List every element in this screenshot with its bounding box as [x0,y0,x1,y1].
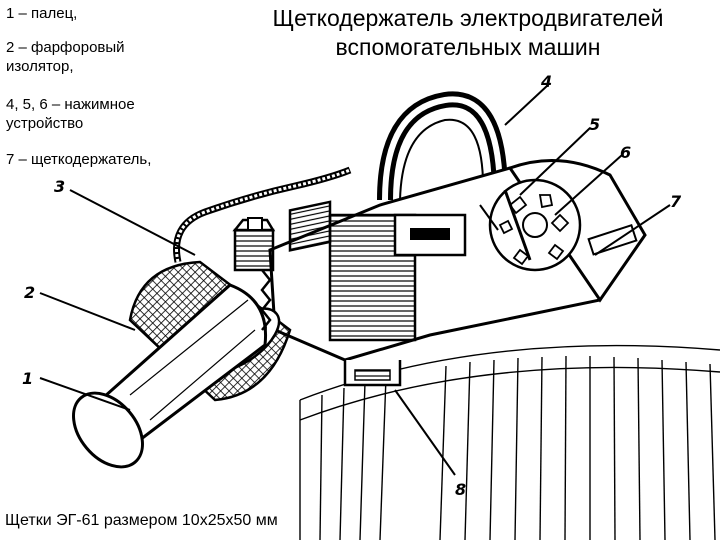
clamp-bolt [232,217,276,331]
legend-item-finger: 1 – палец, [6,5,78,22]
legend-item-pressure-device: 4, 5, 6 – нажимное устройство [6,96,135,132]
ratchet-disc [479,178,582,272]
callout-7: 7 [670,192,682,211]
caption: Щетки ЭГ-61 размером 10х25х50 мм [5,512,278,529]
callout-1: 1 [22,369,33,388]
callout-numbers: 1 2 3 4 5 6 7 8 [22,72,682,499]
callout-6: 6 [620,143,631,162]
brush-slot [410,228,450,240]
legend-item-insulator: 2 – фарфоровый изолятор, [6,39,125,75]
callout-8: 8 [455,480,466,499]
finger [72,283,268,469]
callout-5: 5 [589,115,600,134]
diagram-title: Щеткодержатель электродвигателей вспомог… [272,5,664,60]
callout-4: 4 [540,72,552,91]
callout-3: 3 [54,177,65,196]
commutator [299,344,720,540]
legend-item-brush-holder: 7 – щеткодержатель, [6,151,152,168]
callout-2: 2 [24,283,35,302]
callout-leaders [39,84,671,476]
